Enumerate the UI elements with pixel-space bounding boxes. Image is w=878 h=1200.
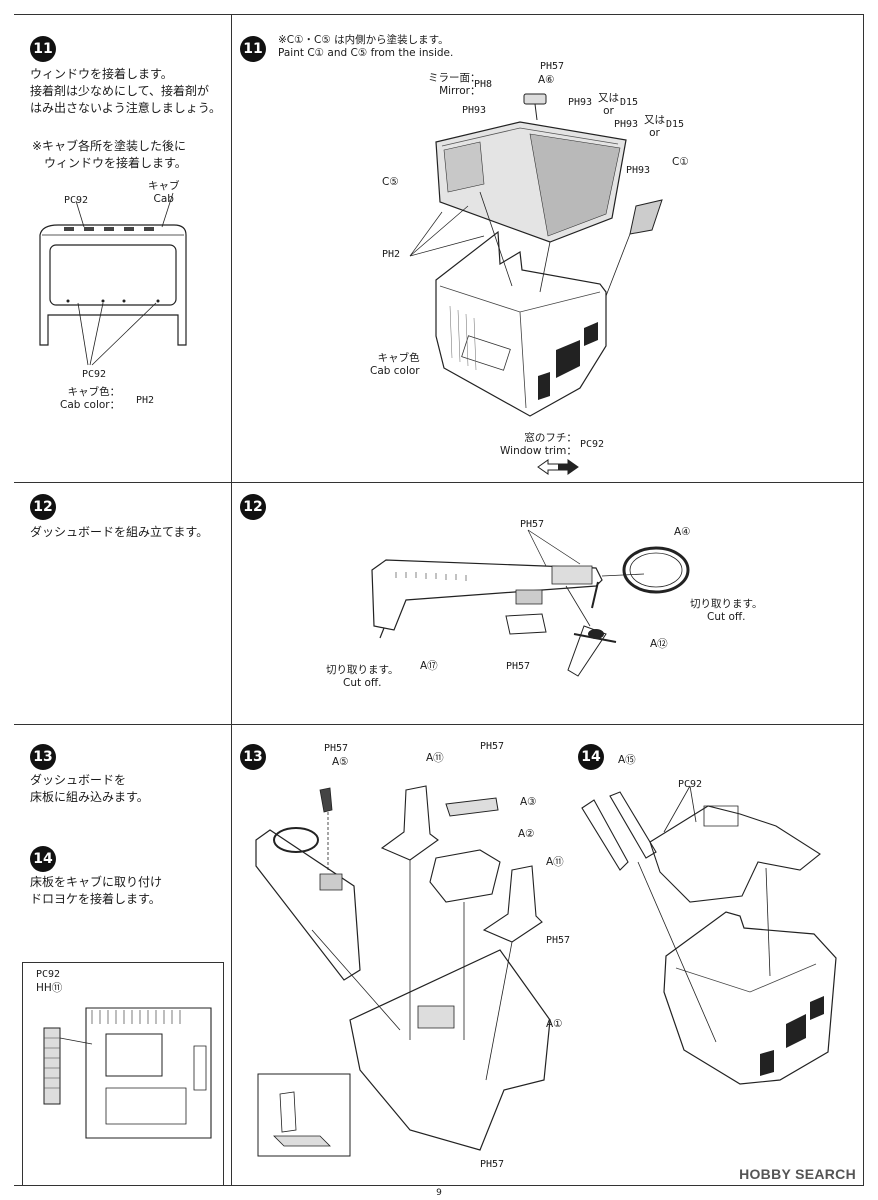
step-11-instructions: ウィンドウを接着します。 接着剤は少なめにして、接着剤が はみ出さないよう注意し…: [30, 67, 222, 115]
step-14-badge-right: 14: [578, 744, 604, 770]
step-13-badge: 13: [30, 744, 56, 770]
step-12-instructions: ダッシュボードを組み立てます。: [30, 525, 209, 539]
paint-code-ph93-b: PH93: [568, 97, 593, 108]
paint-code-ph2-main: PH2: [382, 249, 401, 260]
part-a5-label: A⑤: [332, 756, 349, 768]
cab-window-assembly-illustration: [380, 96, 710, 426]
part-a4-label: A④: [674, 526, 691, 538]
double-arrow-icon: [536, 458, 580, 476]
paint-code-ph93-d: PH93: [626, 165, 651, 176]
cab-rear-mudflap-illustration: [36, 998, 216, 1178]
paint-code-pc92-trim: PC92: [580, 439, 605, 450]
paint-code-ph57-dash: PH57: [520, 519, 545, 530]
row-divider-1: [14, 482, 864, 483]
step-13-badge-right: 13: [240, 744, 266, 770]
mirror-label: ミラー面： Mirror：: [428, 72, 481, 97]
step-14-instructions: 床板をキャブに取り付け ドロヨケを接着します。: [30, 875, 163, 906]
step-14-badge: 14: [30, 846, 56, 872]
step-12-badge: 12: [30, 494, 56, 520]
window-trim-label: 窓のフチ： Window trim：: [500, 432, 577, 457]
step-11-badge-right: 11: [240, 36, 266, 62]
paint-code-pc92-mudguard: PC92: [678, 779, 703, 790]
paint-code-ph93-c: PH93: [614, 119, 639, 130]
paint-code-ph57-column: PH57: [506, 661, 531, 672]
dashboard-assembly-illustration: [366, 530, 696, 690]
paint-code-ph57-seat-b: PH57: [546, 935, 571, 946]
paint-code-d15-b: D15: [666, 119, 685, 130]
part-c5-label: C⑤: [382, 176, 399, 188]
paint-code-pc92-top: PC92: [64, 195, 89, 206]
paint-code-pc92-bottom: PC92: [82, 369, 107, 380]
part-a3-label: A③: [520, 796, 537, 808]
paint-code-ph2-left: PH2: [136, 395, 155, 406]
column-divider: [231, 14, 232, 1186]
page-number: 9: [436, 1188, 442, 1198]
paint-code-ph93-a: PH93: [462, 105, 487, 116]
watermark: HOBBY SEARCH: [739, 1166, 856, 1182]
or-label-a: 又は or: [598, 92, 619, 117]
floor-assembly-illustration: [250, 770, 570, 1160]
cab-color-main-label: キャブ色 Cab color: [370, 352, 420, 377]
or-label-b: 又は or: [644, 114, 665, 139]
paint-inside-note: ※C①・C⑤ は内側から塗装します。 Paint C① and C⑤ from …: [278, 34, 454, 59]
paint-code-d15-a: D15: [620, 97, 639, 108]
step-11-badge: 11: [30, 36, 56, 62]
part-a11-label-a: A⑪: [426, 752, 444, 764]
paint-code-ph8: PH8: [474, 79, 493, 90]
cab-label: キャブ Cab: [148, 180, 180, 205]
paint-code-pc92-mudflap: PC92: [36, 969, 61, 980]
paint-code-ph57-mirror: PH57: [540, 61, 565, 72]
paint-code-ph57-lever: PH57: [324, 743, 349, 754]
floor-to-cab-illustration: [580, 792, 842, 1092]
part-a17-label: A⑰: [420, 660, 438, 672]
part-a12-label: A⑫: [650, 638, 668, 650]
paint-code-ph57-floor: PH57: [480, 1159, 505, 1170]
step-11-note: ※キャブ各所を塗装した後に ウィンドウを接着します。: [32, 139, 187, 170]
step-12-badge-right: 12: [240, 494, 266, 520]
paint-code-ph57-seats: PH57: [480, 741, 505, 752]
part-hh11-label: HH⑪: [36, 982, 63, 994]
row-divider-2: [14, 724, 864, 725]
page-border-top: [14, 14, 864, 15]
part-c1-label: C①: [672, 156, 689, 168]
cut-off-left-label: 切り取ります。 Cut off.: [326, 664, 399, 689]
page-border-right: [863, 14, 864, 1186]
cab-color-label: キャブ色： Cab color：: [60, 386, 121, 411]
mudflap-detail-box: [22, 962, 224, 1186]
part-a15-label: A⑮: [618, 754, 636, 766]
part-a6-label: A⑥: [538, 74, 555, 86]
cab-rear-window-illustration: [28, 205, 198, 375]
page-border-bottom: [14, 1185, 864, 1186]
part-a2-label: A②: [518, 828, 535, 840]
part-a11-label-b: A⑪: [546, 856, 564, 868]
cut-off-right-label: 切り取ります。 Cut off.: [690, 598, 763, 623]
step-13-instructions: ダッシュボードを 床板に組み込みます。: [30, 773, 149, 804]
